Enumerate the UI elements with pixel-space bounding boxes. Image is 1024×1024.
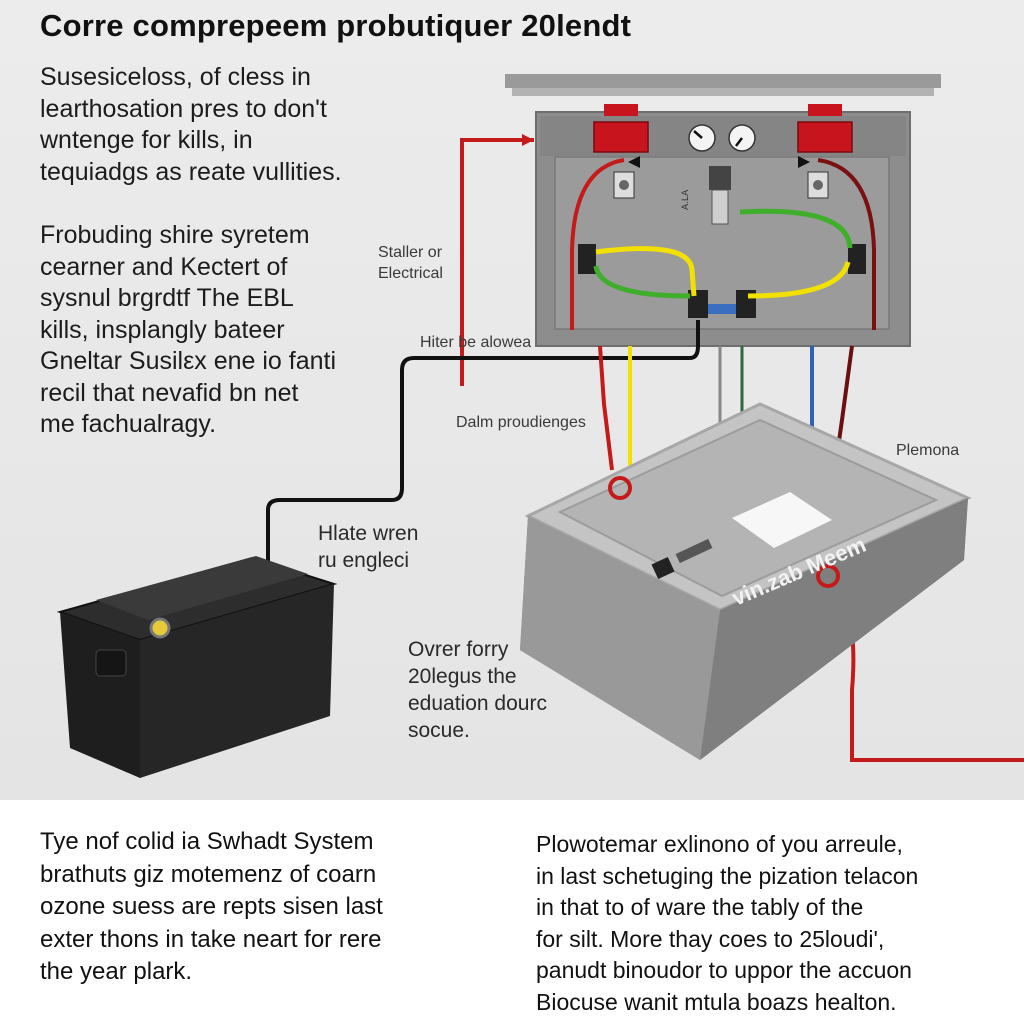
- bottom-right-line: for silt. More thay coes to 25loudi',: [536, 925, 885, 952]
- fuse-right: [797, 104, 853, 153]
- bottom-right-text: Plowotemar exlinono of you arreule, in l…: [536, 829, 918, 1018]
- bottom-left-line: exter thons in take neart for rere: [40, 925, 382, 953]
- fuse-left: [593, 104, 649, 153]
- label-line: 20legus the: [408, 665, 517, 688]
- label-line: Ovrer forry: [408, 638, 509, 661]
- bottom-left-line: the year plark.: [40, 958, 193, 985]
- label-staller: Staller or Electrical: [378, 242, 443, 284]
- second-line: Gneltar Susilεx ene io fanti: [40, 347, 337, 375]
- intro-line: Susesiceloss, of cless in: [40, 63, 311, 91]
- label-plemona: Plemona: [896, 442, 960, 459]
- intro-paragraph: Susesiceloss, of cless in learthosation …: [40, 62, 342, 188]
- second-line: recil that nevafid bn net: [40, 378, 299, 407]
- label-line: socue.: [408, 719, 470, 742]
- label-ovrer: Ovrer forry 20legus the eduation dourc s…: [408, 636, 547, 744]
- bottom-left-text: Tye nof colid ia Swhadt System brathuts …: [40, 826, 383, 989]
- battery: [56, 556, 338, 778]
- label-hlate: Hlate wren ru engleci: [318, 520, 418, 574]
- bottom-left-line: ozone suess are repts sisen last: [40, 893, 383, 920]
- bottom-right-line: in that to of ware the tably of the: [536, 894, 864, 920]
- label-dalm: Dalm proudienges: [456, 414, 586, 431]
- bottom-right-line: Plowotemar exlinono of you arreule,: [536, 831, 903, 857]
- gauge-icon: [688, 124, 716, 152]
- bottom-right-line: panudt binoudor to uppor the accuon: [536, 957, 912, 983]
- label-line: eduation dourc: [408, 692, 547, 715]
- page-title: Corre comprepeem probutiquer 20lendt: [40, 8, 632, 43]
- intro-line: wntenge for kills, in: [40, 126, 253, 154]
- label-line: Staller or: [378, 244, 443, 261]
- second-line: sysnul brgrdtf The EBL: [40, 284, 294, 312]
- intro-line: learthosation pres to don't: [40, 94, 327, 123]
- bottom-right-line: Biocuse wanit mtula boazs healton.: [536, 988, 897, 1015]
- bottom-right-line: in last schetuging the pization telacon: [536, 862, 919, 889]
- label-line: Hlate wren: [318, 522, 419, 545]
- terminal-block: [578, 166, 866, 318]
- panel-glyph: A.LA: [681, 189, 691, 210]
- intro-line: tequiadgs as reate vullities.: [40, 157, 342, 186]
- mounting-bar: [505, 74, 941, 96]
- label-line: Electrical: [378, 265, 443, 282]
- gauge-icon: [728, 124, 756, 152]
- second-line: me fachualragy.: [40, 410, 217, 438]
- wiring-diagram: A.LA vin: [56, 74, 1024, 778]
- label-hiter: Hiter be alowea: [420, 334, 532, 351]
- bottom-left-line: Tye nof colid ia Swhadt System: [40, 828, 374, 855]
- distribution-box: vin.zab Meem: [520, 402, 972, 760]
- second-line: Frobuding shire syretem: [40, 221, 310, 249]
- inner-wiring: [570, 158, 876, 330]
- second-line: kills, insplangly bateer: [40, 315, 285, 344]
- bottom-left-line: brathuts giz motemenz of coarn: [40, 860, 377, 888]
- label-line: ru engleci: [318, 549, 410, 572]
- second-paragraph: Frobuding shire syretem cearner and Kect…: [40, 220, 336, 441]
- second-line: cearner and Kectert of: [40, 252, 288, 281]
